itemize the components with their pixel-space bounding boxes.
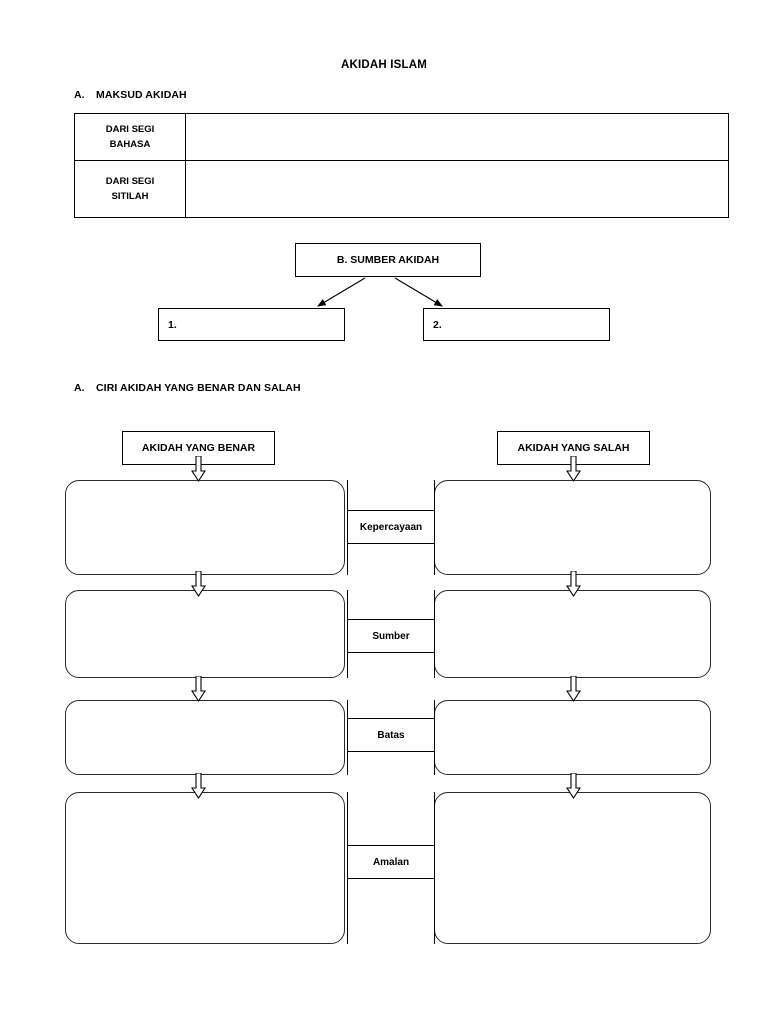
mid-stem-batas-top [347,700,435,718]
mid-stem-sumber-top [347,590,435,619]
answer-box-benar-sumber[interactable] [65,590,345,678]
answer-cell-bahasa[interactable] [185,113,729,161]
arrow-down-icon-benar-1 [191,571,206,597]
table-row: DARI SEGI BAHASA [74,113,729,161]
arrow-down-icon-benar-3 [191,773,206,799]
answer-box-benar-amalan[interactable] [65,792,345,944]
criteria-label-sumber: Sumber [347,619,435,653]
page-title: AKIDAH ISLAM [340,59,428,71]
arrow-down-icon-salah-1 [566,571,581,597]
arrow-down-icon-salah-2 [566,676,581,702]
arrow-down-icon-benar-2 [191,676,206,702]
arrow-to-sumber-1 [317,277,366,307]
answer-box-salah-sumber[interactable] [434,590,711,678]
sumber-number-1: 1. [168,318,177,331]
sumber-answer-box-1[interactable]: 1. [158,308,345,341]
section-marker-ciri: A. [74,382,85,394]
table-row: DARI SEGI SITILAH [74,160,729,218]
row-label-sitilah-line2: SITILAH [111,191,149,202]
section-title-ciri: CIRI AKIDAH YANG BENAR DAN SALAH [96,382,301,394]
row-label-bahasa-line2: BAHASA [109,139,151,150]
answer-cell-sitilah[interactable] [185,160,729,218]
arrow-down-icon-salah-3 [566,773,581,799]
section-heading-maksud: A. MAKSUD AKIDAH [74,89,187,101]
mid-stem-amalan-top [347,792,435,845]
arrow-down-icon-salah-header [566,456,581,482]
sumber-number-2: 2. [433,318,442,331]
answer-box-salah-kepercayaan[interactable] [434,480,711,575]
answer-box-salah-batas[interactable] [434,700,711,775]
mid-stem-amalan-bottom [347,879,435,944]
maksud-akidah-table: DARI SEGI BAHASA DARI SEGI SITILAH [74,113,729,218]
mid-stem-batas-bottom [347,752,435,775]
criteria-label-kepercayaan: Kepercayaan [347,510,435,544]
row-label-bahasa: DARI SEGI BAHASA [74,113,186,161]
section-marker-maksud: A. [74,89,85,101]
arrow-down-icon-benar-header [191,456,206,482]
sumber-akidah-header-box: B. SUMBER AKIDAH [295,243,481,277]
answer-box-salah-amalan[interactable] [434,792,711,944]
mid-stem-sumber-bottom [347,653,435,678]
arrow-to-sumber-2 [394,277,443,307]
row-label-bahasa-line1: DARI SEGI [105,124,155,135]
answer-box-benar-batas[interactable] [65,700,345,775]
sumber-answer-box-2[interactable]: 2. [423,308,610,341]
criteria-label-batas: Batas [347,718,435,752]
criteria-label-amalan: Amalan [347,845,435,879]
row-label-sitilah: DARI SEGI SITILAH [74,160,186,218]
mid-stem-kepercayaan-bottom [347,544,435,575]
mid-stem-kepercayaan-top [347,480,435,510]
answer-box-benar-kepercayaan[interactable] [65,480,345,575]
row-label-sitilah-line1: DARI SEGI [105,176,155,187]
section-title-maksud: MAKSUD AKIDAH [96,89,187,101]
section-heading-ciri: A. CIRI AKIDAH YANG BENAR DAN SALAH [74,382,301,394]
